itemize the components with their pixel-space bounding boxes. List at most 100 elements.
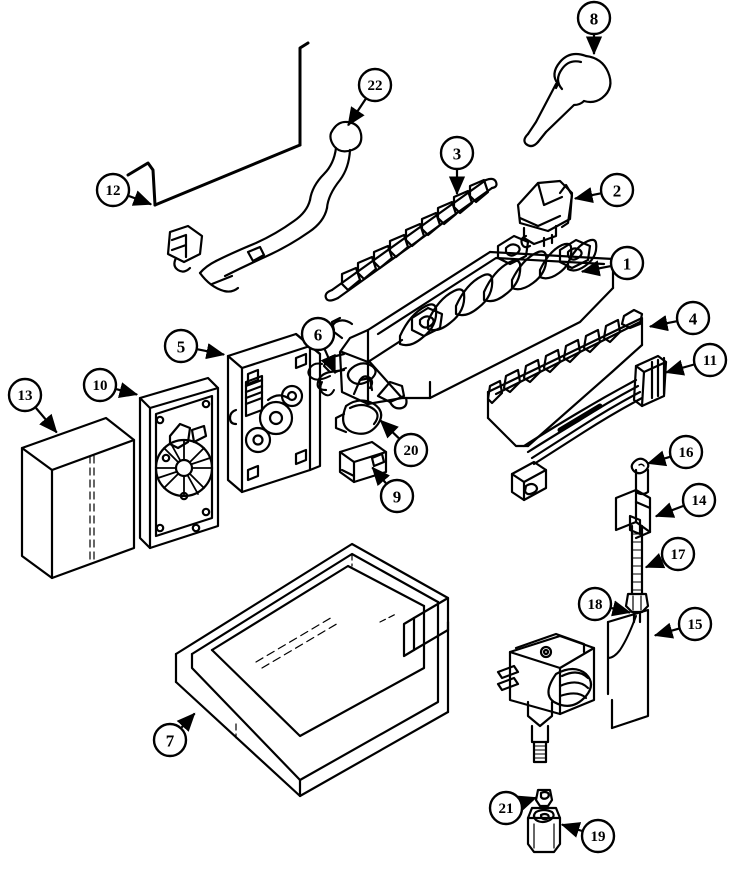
callout-circle-7[interactable] bbox=[152, 722, 188, 758]
callout-circle-21[interactable] bbox=[488, 790, 524, 826]
callout-leader-14 bbox=[654, 502, 684, 518]
callout-label-1: 1 bbox=[623, 255, 632, 274]
callout-6[interactable]: 6 bbox=[300, 316, 337, 375]
callout-leader-12 bbox=[128, 190, 153, 206]
part-ejector-blade-assembly bbox=[324, 177, 498, 302]
callout-leader-10 bbox=[116, 382, 139, 399]
callout-label-7: 7 bbox=[166, 732, 175, 751]
callout-leader-11 bbox=[664, 359, 694, 376]
callout-label-13: 13 bbox=[18, 388, 33, 404]
part-compression-nut bbox=[526, 806, 562, 854]
callout-circle-14[interactable] bbox=[681, 482, 717, 518]
callout-20[interactable]: 20 bbox=[379, 419, 429, 468]
callout-leader-13 bbox=[35, 407, 58, 434]
callout-circle-12[interactable] bbox=[95, 172, 131, 208]
callout-label-12: 12 bbox=[106, 183, 121, 199]
part-water-fill-tube bbox=[523, 52, 612, 148]
callout-4[interactable]: 4 bbox=[648, 300, 711, 336]
callout-label-18: 18 bbox=[588, 597, 603, 613]
callout-leader-2 bbox=[573, 187, 601, 204]
callout-circle-15[interactable] bbox=[677, 606, 713, 642]
part-ice-storage-bucket bbox=[174, 542, 450, 798]
part-fill-tube-elbow bbox=[166, 120, 363, 293]
callout-leader-17 bbox=[644, 553, 666, 569]
callout-label-11: 11 bbox=[703, 353, 717, 369]
callout-label-5: 5 bbox=[177, 338, 186, 357]
callout-leader-4 bbox=[648, 315, 677, 332]
callout-label-14: 14 bbox=[692, 493, 708, 509]
callout-9[interactable]: 9 bbox=[371, 466, 415, 514]
part-ice-level-sensing-arm bbox=[126, 41, 310, 207]
callout-leader-16 bbox=[646, 450, 671, 467]
part-water-supply-tube bbox=[630, 524, 644, 596]
callout-10[interactable]: 10 bbox=[82, 367, 139, 403]
callout-circle-22[interactable] bbox=[357, 67, 393, 103]
callout-circle-20[interactable] bbox=[393, 432, 429, 468]
callout-13[interactable]: 13 bbox=[7, 377, 58, 434]
callout-3[interactable]: 3 bbox=[439, 135, 475, 196]
callout-leader-15 bbox=[653, 622, 679, 639]
callout-1[interactable]: 1 bbox=[580, 245, 645, 281]
callout-leader-18 bbox=[611, 600, 632, 617]
part-ice-stripper-tray bbox=[486, 308, 644, 448]
callout-circle-6[interactable] bbox=[300, 316, 336, 352]
callout-circle-9[interactable] bbox=[379, 478, 415, 514]
callout-14[interactable]: 14 bbox=[654, 482, 717, 518]
callout-7[interactable]: 7 bbox=[152, 712, 196, 758]
part-wire-harness-connector bbox=[510, 354, 668, 502]
callout-label-20: 20 bbox=[404, 443, 419, 459]
callout-8[interactable]: 8 bbox=[576, 0, 612, 56]
callout-21[interactable]: 21 bbox=[488, 790, 538, 826]
callout-circle-1[interactable] bbox=[609, 245, 645, 281]
callout-leader-5 bbox=[197, 343, 226, 360]
callout-circle-2[interactable] bbox=[599, 172, 635, 208]
callout-label-15: 15 bbox=[688, 617, 703, 633]
callout-19[interactable]: 19 bbox=[560, 818, 616, 854]
part-thermostat-sensor bbox=[334, 375, 383, 435]
callout-leader-20 bbox=[379, 419, 400, 439]
callout-2[interactable]: 2 bbox=[573, 172, 635, 208]
callout-circle-5[interactable] bbox=[163, 328, 199, 364]
callout-label-17: 17 bbox=[671, 547, 687, 563]
callout-label-8: 8 bbox=[590, 10, 599, 29]
callout-leader-7 bbox=[176, 712, 196, 732]
callout-label-16: 16 bbox=[679, 445, 695, 461]
callout-circle-11[interactable] bbox=[692, 342, 728, 378]
callout-11[interactable]: 11 bbox=[664, 342, 728, 378]
callout-circle-8[interactable] bbox=[576, 0, 612, 36]
callout-leader-22 bbox=[347, 98, 367, 127]
callout-22[interactable]: 22 bbox=[347, 67, 393, 127]
callout-circle-18[interactable] bbox=[577, 586, 613, 622]
callout-15[interactable]: 15 bbox=[653, 606, 713, 642]
part-icemaker-module-motor bbox=[226, 332, 322, 494]
callout-leader-9 bbox=[371, 466, 390, 487]
callout-label-22: 22 bbox=[368, 78, 383, 94]
callout-circle-16[interactable] bbox=[668, 434, 704, 470]
callout-label-10: 10 bbox=[93, 378, 108, 394]
callout-circle-4[interactable] bbox=[675, 300, 711, 336]
callout-18[interactable]: 18 bbox=[577, 586, 632, 622]
part-module-housing-cover bbox=[20, 416, 136, 580]
callout-label-6: 6 bbox=[314, 326, 323, 345]
callout-leader-6 bbox=[320, 349, 337, 375]
callout-label-2: 2 bbox=[613, 182, 622, 201]
callout-16[interactable]: 16 bbox=[646, 434, 704, 470]
callout-label-19: 19 bbox=[591, 829, 606, 845]
callout-label-3: 3 bbox=[453, 145, 462, 164]
callout-circle-10[interactable] bbox=[82, 367, 118, 403]
callout-circle-3[interactable] bbox=[439, 135, 475, 171]
callout-12[interactable]: 12 bbox=[95, 172, 153, 208]
callout-label-4: 4 bbox=[689, 310, 698, 329]
part-mold-support-bracket bbox=[516, 179, 574, 249]
callout-circle-13[interactable] bbox=[7, 377, 43, 413]
callout-label-9: 9 bbox=[393, 488, 402, 507]
callout-leader-1 bbox=[580, 260, 611, 277]
callout-leader-19 bbox=[560, 822, 583, 838]
callout-circle-19[interactable] bbox=[580, 818, 616, 854]
callout-circle-17[interactable] bbox=[660, 536, 696, 572]
callout-5[interactable]: 5 bbox=[163, 328, 226, 364]
callout-17[interactable]: 17 bbox=[644, 536, 696, 572]
part-module-cover-plate bbox=[138, 376, 220, 550]
